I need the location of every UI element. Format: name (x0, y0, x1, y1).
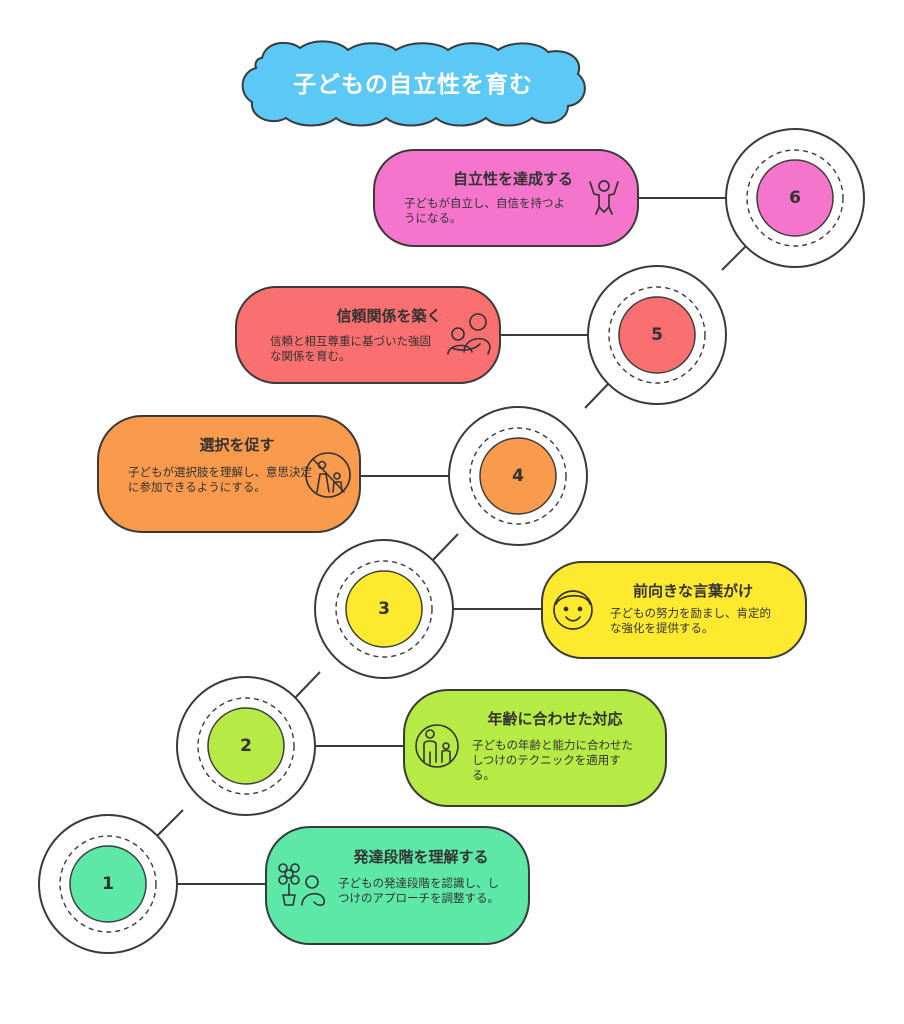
no-guiding-icon (305, 452, 351, 498)
step-number-4: 4 (512, 466, 524, 486)
step-ring-1 (38, 814, 178, 954)
step-number-6: 6 (789, 188, 801, 208)
hugging-icon (447, 313, 491, 355)
step-description-4: 子どもが選択肢を理解し、意思決定に参加できるようにする。 (128, 465, 312, 494)
cheering-child-icon (589, 180, 619, 215)
step-description-1: 子どもの発達段階を認識し、しつけのアプローチを調整する。 (338, 876, 499, 905)
step-title-2: 年齢に合わせた対応 (487, 710, 623, 728)
card-6 (373, 149, 639, 247)
step-number-3: 3 (378, 599, 390, 619)
step-title-4: 選択を促す (199, 436, 275, 454)
step-description-3: 子どもの努力を励まし、肯定的な強化を提供する。 (610, 606, 771, 635)
step-ring-6 (725, 128, 865, 268)
step-number-1: 1 (102, 874, 114, 894)
step-description-5: 信頼と相互尊重に基づいた強固な関係を育む。 (270, 334, 431, 363)
step-title-5: 信頼関係を築く (336, 307, 442, 325)
card-1 (265, 826, 530, 945)
step-ring-2 (176, 676, 316, 816)
step-description-6: 子どもが自立し、自信を持つようになる。 (404, 196, 565, 225)
card-3 (541, 561, 807, 659)
step-description-2: 子どもの年齢と能力に合わせたしつけのテクニックを適用する。 (472, 738, 633, 782)
parent-flower-icon (278, 863, 326, 906)
step-ring-3 (314, 539, 454, 679)
step-title-3: 前向きな言葉がけ (632, 582, 753, 600)
card-4 (97, 415, 361, 533)
ring-connectors (154, 243, 749, 839)
title-cloud (241, 40, 586, 127)
card-2 (403, 689, 667, 807)
page-title: 子どもの自立性を育む (293, 72, 533, 98)
card-5 (235, 286, 501, 384)
parent-child-icon (415, 724, 459, 768)
step-title-1: 発達段階を理解する (353, 848, 489, 866)
step-number-5: 5 (651, 325, 663, 345)
step-cards (97, 149, 807, 945)
step-ring-4 (448, 406, 588, 546)
card-connectors (178, 197, 728, 885)
step-ring-5 (587, 265, 727, 405)
smiling-face-icon (553, 590, 593, 630)
step-title-6: 自立性を達成する (452, 170, 573, 188)
step-number-2: 2 (240, 736, 252, 756)
